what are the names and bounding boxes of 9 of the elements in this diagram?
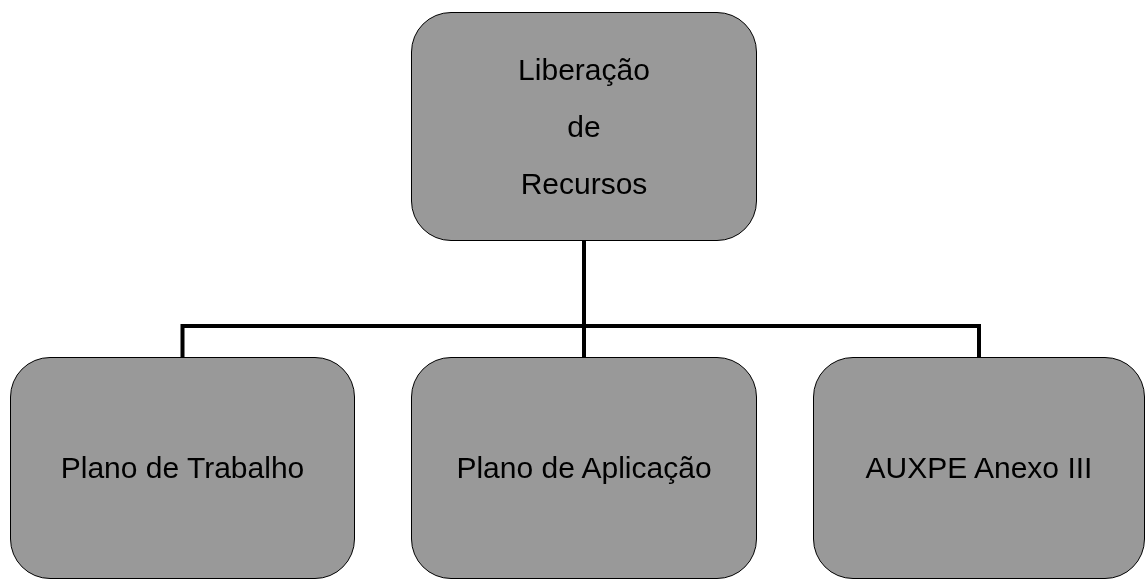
box-label: Plano de Trabalho	[60, 450, 305, 486]
connector-line	[582, 241, 981, 357]
rounded-box	[813, 357, 1145, 579]
rounded-box	[10, 357, 355, 579]
rounded-box	[411, 357, 757, 579]
box-label: Liberação de Recursos	[517, 52, 651, 202]
rounded-box	[411, 12, 757, 241]
box-label: Plano de Aplicação	[456, 450, 712, 486]
box-label: AUXPE Anexo III	[865, 450, 1093, 486]
